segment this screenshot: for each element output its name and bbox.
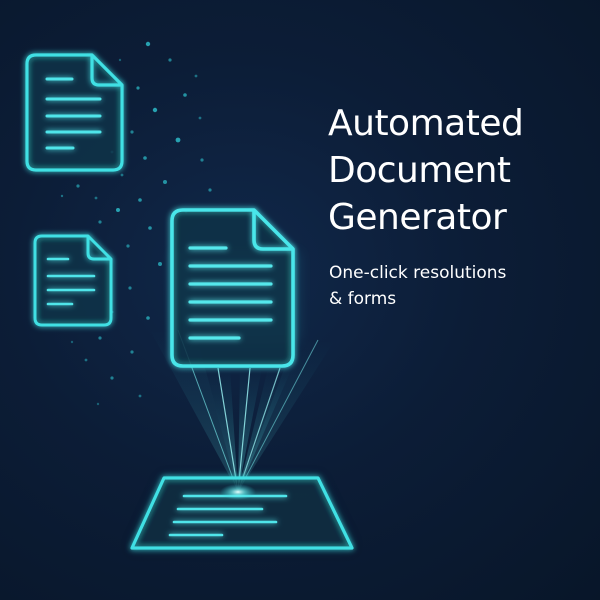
headline: Automated Document Generator: [328, 100, 590, 241]
headline-line-1: Automated: [328, 103, 524, 144]
document-icon: [33, 234, 113, 327]
subheadline-line-2: & forms: [329, 289, 397, 309]
platform-icon: [130, 476, 354, 550]
subheadline-line-1: One-click resolutions: [329, 263, 507, 283]
subheadline: One-click resolutions & forms: [329, 260, 591, 312]
light-beams: [150, 329, 335, 493]
headline-line-3: Generator: [328, 197, 507, 238]
document-icon: [170, 208, 300, 368]
headline-line-2: Document: [328, 150, 511, 191]
document-icon: [25, 53, 124, 172]
